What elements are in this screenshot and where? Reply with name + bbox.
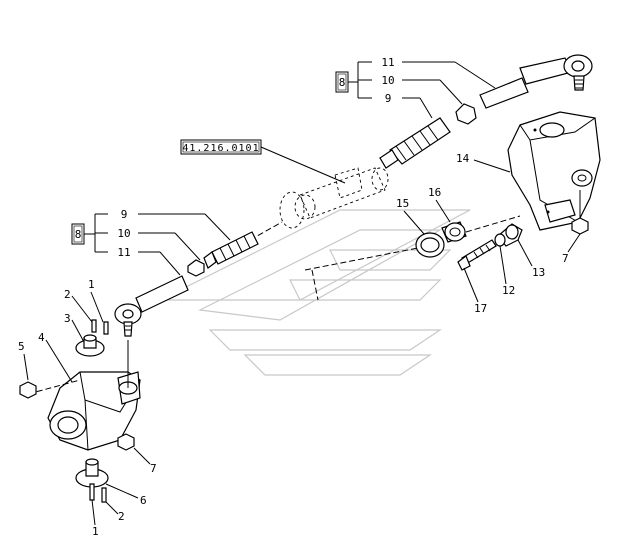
bushings-and-fasteners: [304, 215, 523, 271]
kit-bracket-left: 8 9 10 11: [71, 208, 231, 276]
tie-rod-left: [114, 231, 259, 337]
callout-4: 4: [38, 331, 45, 344]
reference-box: 41.216.0101: [180, 139, 346, 184]
callout-3: 3: [64, 312, 71, 325]
callout-7-left: 7: [150, 462, 157, 475]
tie-rod-top: [379, 54, 593, 169]
kit-top-item-11: 11: [381, 56, 394, 69]
kit-top-item-10: 10: [381, 74, 394, 87]
callout-1-bottom: 1: [92, 525, 99, 538]
callout-7-right: 7: [562, 252, 569, 265]
callout-2-top: 2: [64, 288, 71, 301]
kit-left-item-10: 10: [117, 227, 130, 240]
callout-2-bottom: 2: [118, 510, 125, 523]
callout-16: 16: [428, 186, 441, 199]
knuckle-left: [19, 319, 141, 503]
reference-code: 41.216.0101: [182, 143, 259, 154]
callout-14: 14: [456, 152, 470, 165]
knuckle-housing-right: [507, 111, 601, 235]
tie-rod-tube: [249, 167, 389, 301]
kit-top-item-9: 9: [385, 92, 392, 105]
callout-1-top: 1: [88, 278, 95, 291]
kit-top-label: 8: [339, 76, 346, 89]
kit-left-item-11: 11: [117, 246, 130, 259]
callout-5: 5: [18, 340, 25, 353]
callout-15: 15: [396, 197, 409, 210]
callout-12: 12: [502, 284, 515, 297]
kit-left-label: 8: [75, 228, 82, 241]
kit-left-item-9: 9: [121, 208, 128, 221]
callout-17: 17: [474, 302, 487, 315]
callout-6: 6: [140, 494, 147, 507]
callout-13: 13: [532, 266, 545, 279]
callouts: 1 2 3 4 5 7 6 2 1 14 16 15 7 13 12 17: [18, 152, 581, 538]
watermark-logo: [159, 209, 471, 376]
kit-bracket-top: 8 11 10 9: [335, 56, 496, 119]
